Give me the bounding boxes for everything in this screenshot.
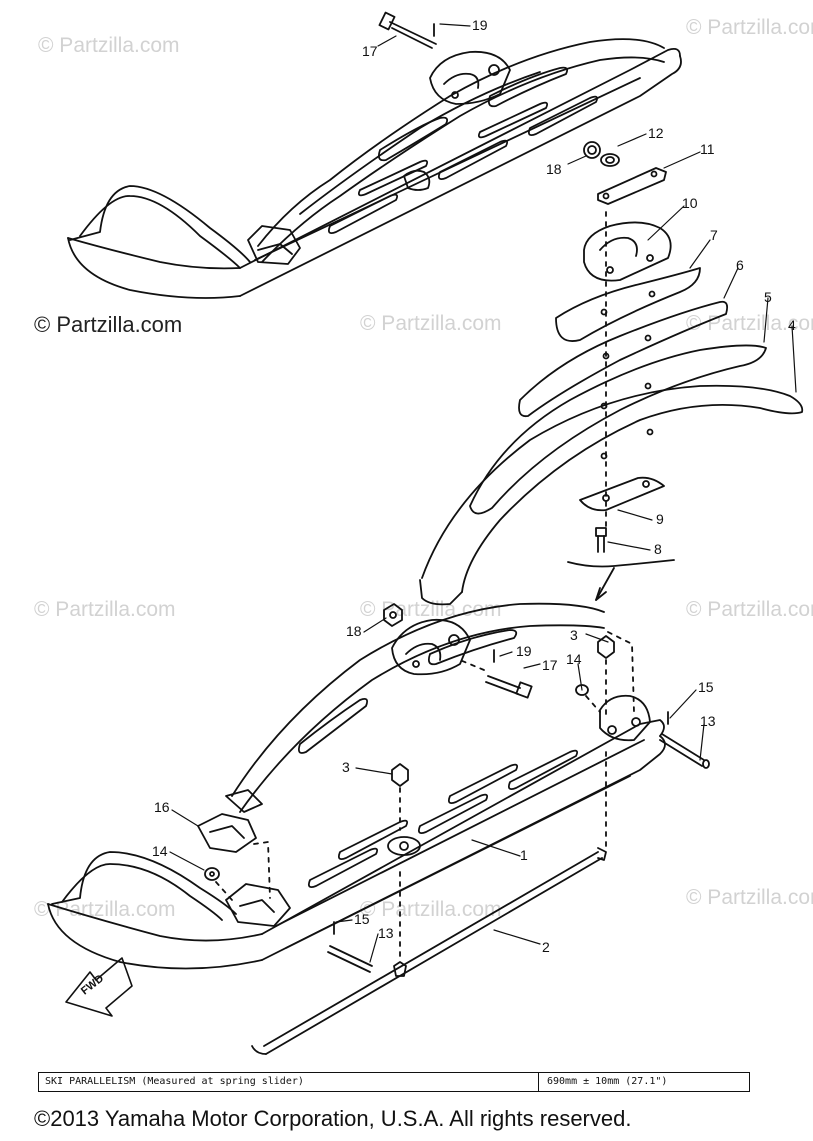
fwd-arrow xyxy=(65,957,133,1017)
callout-11: 11 xyxy=(700,141,715,157)
upper-ski-assembly xyxy=(67,11,682,299)
callout-7: 7 xyxy=(710,227,718,243)
callout-15: 15 xyxy=(354,911,370,927)
callout-5: 5 xyxy=(764,289,772,305)
watermark: © Partzilla.com xyxy=(686,886,813,909)
callout-17: 17 xyxy=(362,43,378,59)
callout-18: 18 xyxy=(546,161,562,177)
watermark: © Partzilla.com xyxy=(360,312,502,335)
spec-value: 690mm ± 10mm (27.1") xyxy=(547,1076,668,1087)
leader-lines xyxy=(169,23,797,963)
watermark: © Partzilla.com xyxy=(686,598,813,621)
callout-3: 3 xyxy=(342,759,350,775)
callout-19: 19 xyxy=(472,17,488,33)
ski-parallelism-spec-table: SKI PARALLELISM (Measured at spring slid… xyxy=(38,1072,750,1092)
watermark: © Partzilla.com xyxy=(34,312,183,337)
watermark: © Partzilla.com xyxy=(34,898,176,921)
lower-ski-assembly xyxy=(47,602,710,1055)
callout-1: 1 xyxy=(520,847,528,863)
callout-8: 8 xyxy=(654,541,662,557)
callout-16: 16 xyxy=(154,799,170,815)
watermark: © Partzilla.com xyxy=(38,34,180,57)
callout-3: 3 xyxy=(570,627,578,643)
exploded-parts xyxy=(419,167,804,606)
callout-13: 13 xyxy=(700,713,716,729)
callout-19: 19 xyxy=(516,643,532,659)
callout-17: 17 xyxy=(542,657,558,673)
callout-14: 14 xyxy=(566,651,582,667)
spec-label: SKI PARALLELISM (Measured at spring slid… xyxy=(39,1073,539,1091)
watermark: © Partzilla.com xyxy=(686,16,813,39)
callout-18: 18 xyxy=(346,623,362,639)
callout-10: 10 xyxy=(682,195,698,211)
callout-13: 13 xyxy=(378,925,394,941)
callout-6: 6 xyxy=(736,257,744,273)
callout-12: 12 xyxy=(648,125,664,141)
callout-14: 14 xyxy=(152,843,168,859)
callout-2: 2 xyxy=(542,939,550,955)
watermark: © Partzilla.com xyxy=(360,898,502,921)
watermark: © Partzilla.com xyxy=(34,598,176,621)
copyright-notice: ©2013 Yamaha Motor Corporation, U.S.A. A… xyxy=(34,1106,632,1131)
callout-4: 4 xyxy=(788,317,796,333)
callout-15: 15 xyxy=(698,679,714,695)
callout-9: 9 xyxy=(656,511,664,527)
